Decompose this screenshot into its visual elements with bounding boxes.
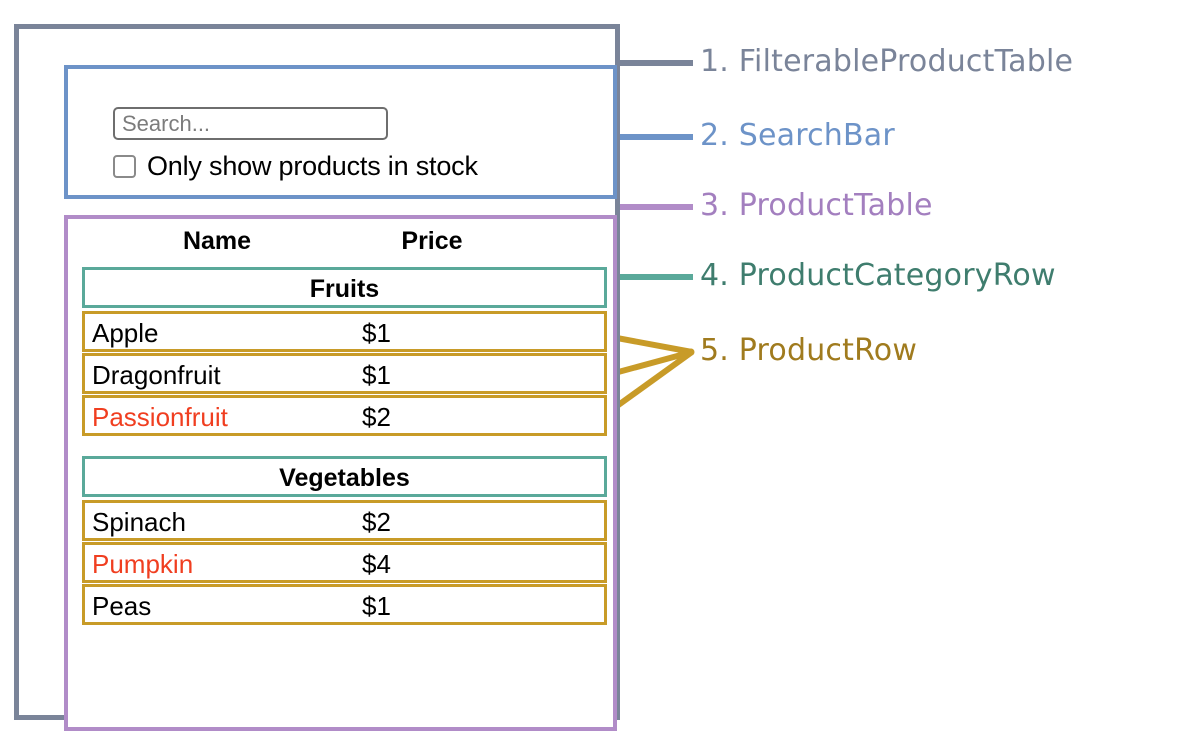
legend-label-filterable-product-table: 1. FilterableProductTable — [700, 44, 1074, 79]
legend-label-product-category-row: 4. ProductCategoryRow — [700, 258, 1056, 293]
filterable-product-table: Only show products in stock Name Price F… — [14, 24, 620, 731]
product-name: Dragonfruit — [92, 360, 221, 390]
product-table-header-row: Name Price — [82, 223, 607, 267]
product-price: $2 — [362, 402, 391, 432]
in-stock-checkbox-label: Only show products in stock — [147, 151, 478, 181]
legend-label-search-bar: 2. SearchBar — [700, 118, 895, 153]
product-category-label: Vegetables — [279, 464, 410, 492]
product-price: $2 — [362, 507, 391, 537]
product-table-inner: Name Price Fruits Apple $1 Dragonfruit $… — [82, 223, 607, 626]
product-row: Dragonfruit $1 — [82, 353, 607, 394]
product-row: Pumpkin $4 — [82, 542, 607, 583]
product-name: Peas — [92, 591, 152, 621]
product-name: Pumpkin — [92, 549, 194, 579]
column-header-price: Price — [401, 227, 463, 255]
product-row: Passionfruit $2 — [82, 395, 607, 436]
search-bar: Only show products in stock — [64, 65, 617, 199]
product-name: Passionfruit — [92, 402, 228, 432]
product-category-row: Vegetables — [82, 456, 607, 497]
in-stock-checkbox[interactable] — [113, 155, 136, 178]
category-group-gap — [82, 437, 607, 456]
connector-product-row-junction — [687, 348, 695, 356]
product-name: Apple — [92, 318, 159, 348]
product-price: $1 — [362, 360, 391, 390]
search-input[interactable] — [113, 107, 388, 140]
legend-label-product-table: 3. ProductTable — [700, 188, 933, 223]
product-row: Apple $1 — [82, 311, 607, 352]
product-price: $1 — [362, 591, 391, 621]
in-stock-filter-row[interactable]: Only show products in stock — [113, 151, 478, 182]
product-category-label: Fruits — [309, 275, 380, 303]
column-header-name: Name — [182, 227, 252, 255]
product-name: Spinach — [92, 507, 186, 537]
product-row: Spinach $2 — [82, 500, 607, 541]
product-category-row: Fruits — [82, 267, 607, 308]
product-price: $4 — [362, 549, 391, 579]
legend-label-product-row: 5. ProductRow — [700, 333, 918, 368]
product-row: Peas $1 — [82, 584, 607, 625]
product-table: Name Price Fruits Apple $1 Dragonfruit $… — [64, 215, 617, 731]
product-price: $1 — [362, 318, 391, 348]
